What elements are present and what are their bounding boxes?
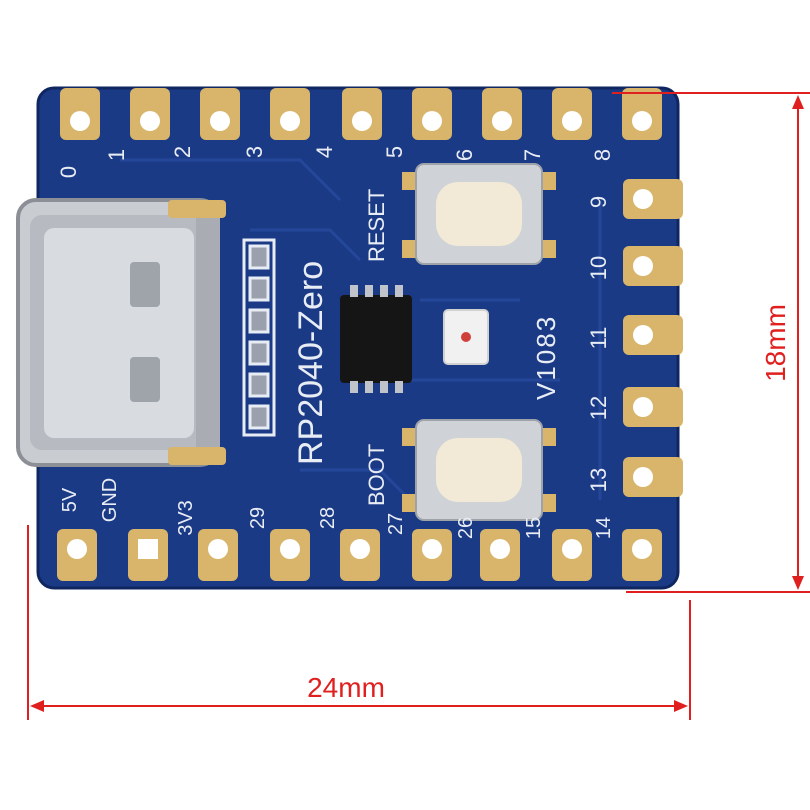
height-dimension-label: 18mm (760, 304, 791, 382)
pin-label: 15 (523, 517, 545, 539)
bottom-pin-row (57, 529, 662, 581)
rgb-led (443, 309, 489, 365)
pin-label: 5V (59, 487, 81, 512)
pin-label: 5 (382, 146, 407, 158)
top-pin-labels: 0 1 2 3 4 5 6 7 8 (56, 146, 615, 178)
reset-button[interactable] (402, 163, 556, 265)
top-pin-row (60, 88, 662, 140)
pin-label: 1 (104, 149, 129, 161)
pin-pad (60, 88, 100, 140)
flash-chip (340, 285, 412, 393)
boot-button[interactable] (402, 419, 556, 521)
pin-label: 11 (586, 327, 611, 350)
width-dimension (27, 525, 691, 720)
pin-label: 28 (317, 507, 339, 529)
pin-pad (198, 529, 238, 581)
pin-pad (623, 315, 683, 355)
height-dimension (612, 92, 810, 593)
pin-pad (270, 529, 310, 581)
pin-pad (128, 529, 168, 581)
pin-label: 27 (385, 513, 407, 535)
pin-label: 13 (586, 468, 611, 492)
pin-pad (623, 179, 683, 219)
boot-label: BOOT (364, 444, 389, 506)
pin-pad (340, 529, 380, 581)
pin-pad (552, 529, 592, 581)
pin-pad (623, 246, 683, 286)
pin-label: 3 (242, 146, 267, 158)
reset-label: RESET (364, 189, 389, 262)
right-pin-row (623, 179, 683, 497)
pin-pad (342, 88, 382, 140)
usb-shell-tabs (168, 200, 226, 465)
pin-label: 3V3 (175, 500, 197, 536)
usb-c-connector (16, 198, 226, 467)
pin-label: 2 (170, 146, 195, 158)
pin-pad (270, 88, 310, 140)
resistor-array (242, 238, 276, 437)
pin-label: 8 (590, 149, 615, 161)
pin-pad (412, 88, 452, 140)
pin-label: 10 (586, 256, 611, 280)
board-name-label: RP2040-Zero (292, 261, 330, 465)
pin-label: 29 (247, 507, 269, 529)
pin-label: GND (99, 478, 121, 522)
pin-label: 14 (593, 517, 615, 539)
pin-label: 12 (586, 396, 611, 420)
pin-pad (552, 88, 592, 140)
pin-label: 4 (312, 146, 337, 158)
pin-pad (200, 88, 240, 140)
version-label: V1083 (531, 315, 561, 400)
pin-label: 0 (56, 166, 81, 178)
bottom-pin-labels: 5V GND 3V3 29 28 27 26 15 14 (59, 478, 615, 539)
pin-label: 6 (452, 149, 477, 161)
pin-pad (622, 529, 662, 581)
pin-pad (412, 529, 452, 581)
width-dimension-label: 24mm (307, 672, 385, 703)
pin-label: 9 (586, 196, 611, 208)
pin-pad (482, 88, 522, 140)
pin-pad (622, 88, 662, 140)
pin-label: 7 (520, 149, 545, 161)
pin-pad (623, 387, 683, 427)
pin-pad (57, 529, 97, 581)
right-pin-labels: 9 10 11 12 13 (586, 196, 611, 492)
pin-pad (130, 88, 170, 140)
pin-label: 26 (455, 517, 477, 539)
pin-pad (623, 457, 683, 497)
pcb-traces (120, 158, 602, 502)
pin-pad (480, 529, 520, 581)
